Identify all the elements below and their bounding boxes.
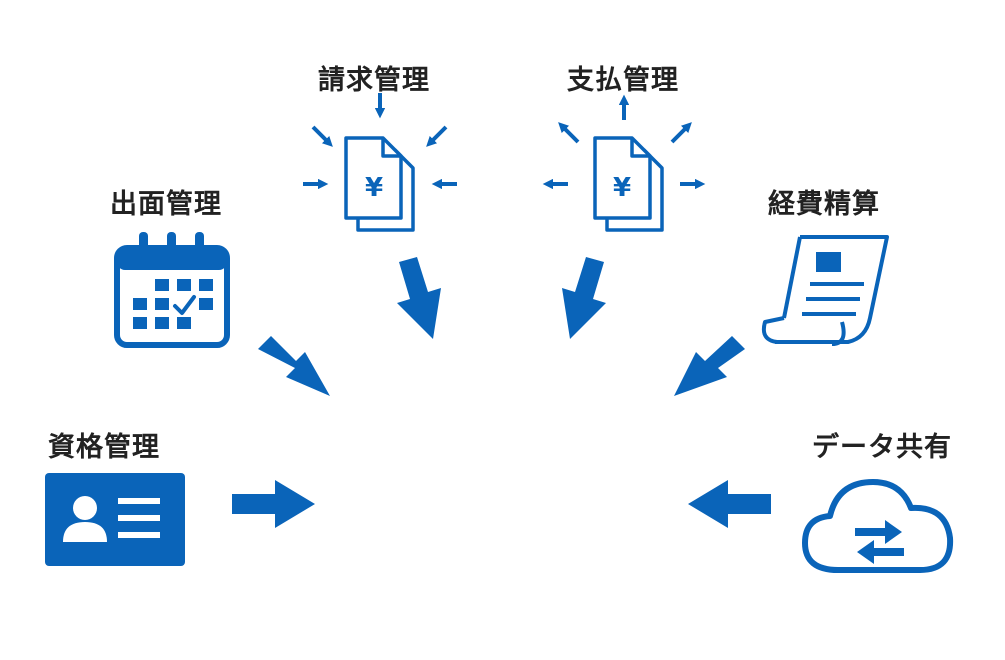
inward-arrows-icon — [303, 93, 457, 190]
arrow-from-billing — [397, 257, 441, 339]
id-card-icon — [45, 473, 185, 566]
arrow-from-payment — [562, 257, 606, 339]
payment-yen-icon: ¥ — [593, 136, 664, 232]
cloud-sync-icon — [802, 479, 954, 573]
label-payment: 支払管理 — [567, 65, 679, 96]
scroll-document-icon — [761, 235, 889, 346]
yen-symbol: ¥ — [613, 173, 631, 203]
label-billing: 請求管理 — [318, 65, 430, 96]
outward-arrows-icon — [542, 94, 706, 190]
invoice-yen-icon: ¥ — [344, 136, 415, 232]
flow-arrows — [232, 257, 771, 528]
label-data-share: データ共有 — [812, 432, 952, 463]
arrow-from-attendance — [258, 336, 330, 396]
label-attendance: 出面管理 — [110, 189, 222, 220]
arrow-from-data-share — [688, 480, 771, 528]
calendar-icon — [114, 232, 230, 348]
yen-symbol: ¥ — [365, 173, 383, 203]
arrow-from-qualification — [232, 480, 315, 528]
label-qualification: 資格管理 — [48, 432, 160, 463]
label-expense: 経費精算 — [768, 189, 880, 220]
arrow-from-expense — [674, 336, 745, 396]
